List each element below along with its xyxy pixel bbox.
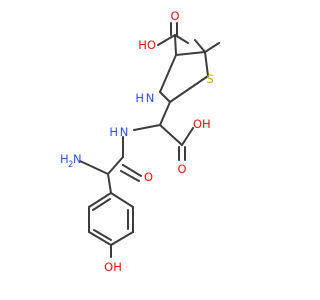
atom-nh-ring-n: N — [146, 91, 155, 105]
atom-oh-acid-right: OH — [193, 117, 211, 131]
bond-benzene-1-inner — [92, 198, 111, 211]
atom-sulfur: S — [206, 72, 213, 86]
bond-calpha2-amine — [79, 160, 109, 175]
bond-calpha-nh — [133, 124, 161, 131]
atom-nh-ring-h: H — [135, 91, 144, 105]
atom-nh-amide-n: N — [120, 125, 129, 139]
bond-cooh-right-c-oh — [181, 127, 194, 146]
bond-benzene-3-inner — [93, 229, 112, 241]
atom-labels: O HO S H N H N OH O H 2 N O OH — [60, 9, 214, 274]
bonds — [79, 22, 220, 258]
bond-ring-s-c2 — [169, 75, 209, 103]
chemical-structure: O HO S H N H N OH O H 2 N O OH — [60, 9, 220, 274]
bond-cooh-top-c-o — [157, 34, 176, 46]
bond-calpha-cooh — [159, 124, 183, 146]
atom-o-acid-right: O — [177, 162, 186, 176]
bond-ring-n-c4 — [159, 54, 177, 93]
bond-methyl-1 — [194, 39, 206, 53]
atom-oh-acid-top: HO — [138, 38, 156, 52]
bond-c2-calpha — [159, 101, 171, 126]
atom-amine-n: N — [73, 152, 82, 166]
bond-carbonyl-double-a — [122, 164, 142, 177]
bond-ring-c5-s — [204, 51, 209, 77]
atom-oh-phenol: OH — [104, 260, 122, 274]
atom-o-carbonyl-top: O — [170, 9, 179, 23]
bond-ring-c2-n — [159, 91, 171, 103]
bond-cooh-top-c-oh — [174, 34, 189, 44]
bond-benzene-6 — [110, 192, 134, 208]
atom-nh-amide-h: H — [109, 125, 118, 139]
atom-amine-h: H — [60, 152, 69, 166]
bond-carbonyl-double-b — [120, 170, 140, 182]
atom-amine-subscript: 2 — [68, 160, 73, 170]
atom-o-amide: O — [144, 170, 153, 184]
bond-carbonyl-calpha2 — [107, 156, 124, 175]
bond-benzene-4 — [110, 231, 134, 246]
bond-benzene-1 — [88, 192, 112, 208]
bond-methyl-2 — [204, 42, 220, 53]
bond-calpha2-ring — [107, 173, 112, 194]
bond-cooh-top-to-ring — [174, 34, 177, 56]
bond-benzene-3 — [88, 231, 112, 246]
bond-ring-c4-c5 — [175, 51, 206, 56]
